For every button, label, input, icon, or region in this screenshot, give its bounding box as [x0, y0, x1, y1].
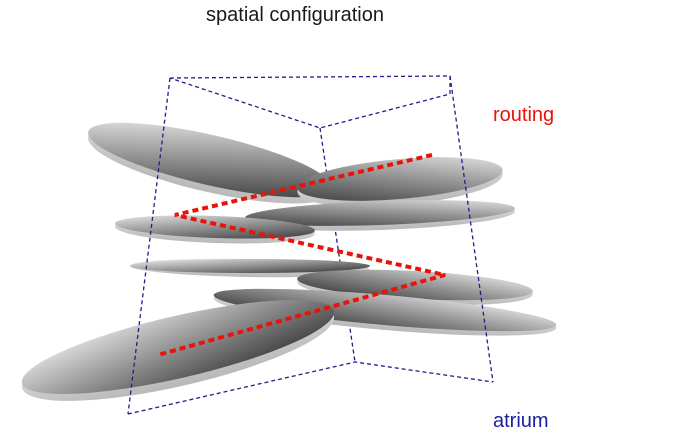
diagram-title: spatial configuration — [206, 4, 384, 26]
floor-plate-3 — [245, 200, 515, 231]
floor-plate-8 — [21, 300, 335, 401]
atrium-label: atrium — [493, 410, 549, 432]
floor-plate-5 — [130, 258, 370, 278]
atrium-frame — [127, 75, 494, 415]
floor-plate-4 — [115, 215, 315, 244]
floor-plate-1 — [88, 122, 332, 204]
floor-plates — [21, 122, 557, 401]
routing-path — [157, 153, 446, 357]
routing-label: routing — [493, 104, 555, 126]
floor-plate-2 — [297, 157, 503, 207]
